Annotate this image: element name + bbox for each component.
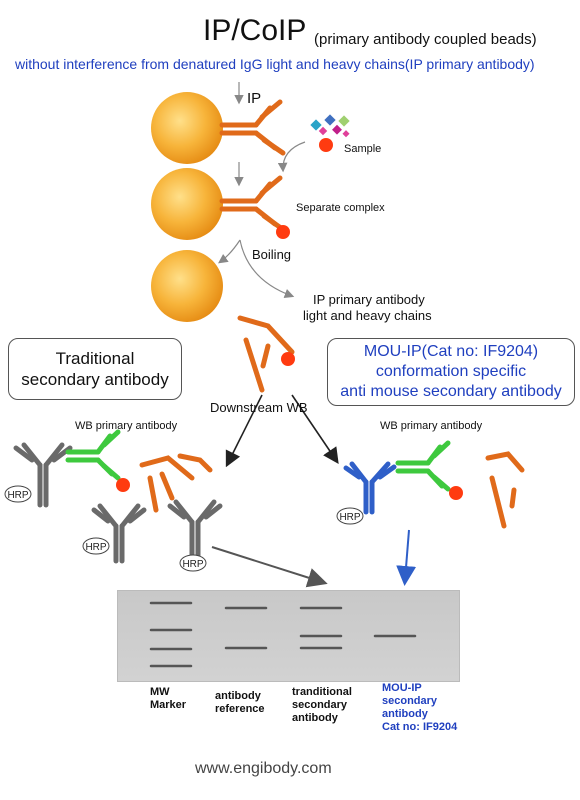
diagram-title: IP/CoIP xyxy=(203,14,307,47)
traditional-secondary-antibodies xyxy=(13,442,223,564)
mou-box-line3: anti mouse secondary antibody xyxy=(340,383,562,400)
hrp-left: HRP HRP HRP xyxy=(4,485,207,572)
arrow-boiling-chains xyxy=(239,239,295,299)
bead-2 xyxy=(151,168,223,240)
bead-1 xyxy=(151,92,223,164)
chains-label-line2: light and heavy chains xyxy=(303,308,432,323)
arrow-boiling-bead xyxy=(218,239,241,264)
ip-antibody-2 xyxy=(219,175,284,231)
wb-primary-label-left: WB primary antibody xyxy=(75,420,178,432)
wb-primary-antibody-right xyxy=(395,440,451,492)
hrp-label: HRP xyxy=(182,559,203,570)
mou-ip-box: MOU-IP(Cat no: IF9204) conformation spec… xyxy=(327,338,575,406)
hrp-right: HRP xyxy=(336,507,364,525)
free-ip-chains xyxy=(237,315,295,393)
arrow-to-mou xyxy=(291,394,339,464)
downstream-wb-label: Downstream WB xyxy=(210,400,308,415)
traditional-box-line1: Traditional xyxy=(55,349,135,368)
mou-ip-secondary-antibody xyxy=(343,461,397,515)
diagram-title-note: (primary antibody coupled beads) xyxy=(314,31,537,48)
free-antigen xyxy=(281,352,295,366)
boiling-label: Boiling xyxy=(252,247,292,262)
ip-antibody-1 xyxy=(219,99,286,156)
antigen-left xyxy=(116,478,130,492)
free-ip-chains-right xyxy=(485,451,525,529)
interfering-ip-chains xyxy=(139,453,213,513)
mou-box-line1: MOU-IP(Cat no: IF9204) xyxy=(363,343,539,360)
sample-label: Sample xyxy=(344,143,382,155)
diagram-subtitle: without interference from denatured IgG … xyxy=(15,56,535,72)
separate-complex-label: Separate complex xyxy=(296,202,385,214)
arrow-left-to-blot xyxy=(211,546,328,588)
bead-3 xyxy=(151,250,223,322)
wb-primary-antibody-left xyxy=(65,429,121,481)
arrow-right-to-blot xyxy=(396,529,417,586)
antigen-right xyxy=(449,486,463,500)
western-blot-bands xyxy=(149,601,417,668)
mou-box-line2: conformation specific xyxy=(375,363,527,380)
hrp-label: HRP xyxy=(85,542,106,553)
traditional-box-line2: secondary antibody xyxy=(21,370,169,389)
arrow-sample-to-complex xyxy=(277,141,306,173)
traditional-secondary-box: Traditional secondary antibody xyxy=(8,338,182,400)
chains-label-line1: IP primary antibody xyxy=(313,292,425,307)
wb-primary-label-right: WB primary antibody xyxy=(380,420,483,432)
arrow-to-traditional xyxy=(225,394,263,468)
footer-url: www.engibody.com xyxy=(195,760,332,777)
western-blot xyxy=(117,590,460,682)
antigen-bound xyxy=(276,225,290,239)
step-ip-label: IP xyxy=(247,90,262,107)
hrp-label: HRP xyxy=(7,490,28,501)
hrp-label: HRP xyxy=(339,512,360,523)
